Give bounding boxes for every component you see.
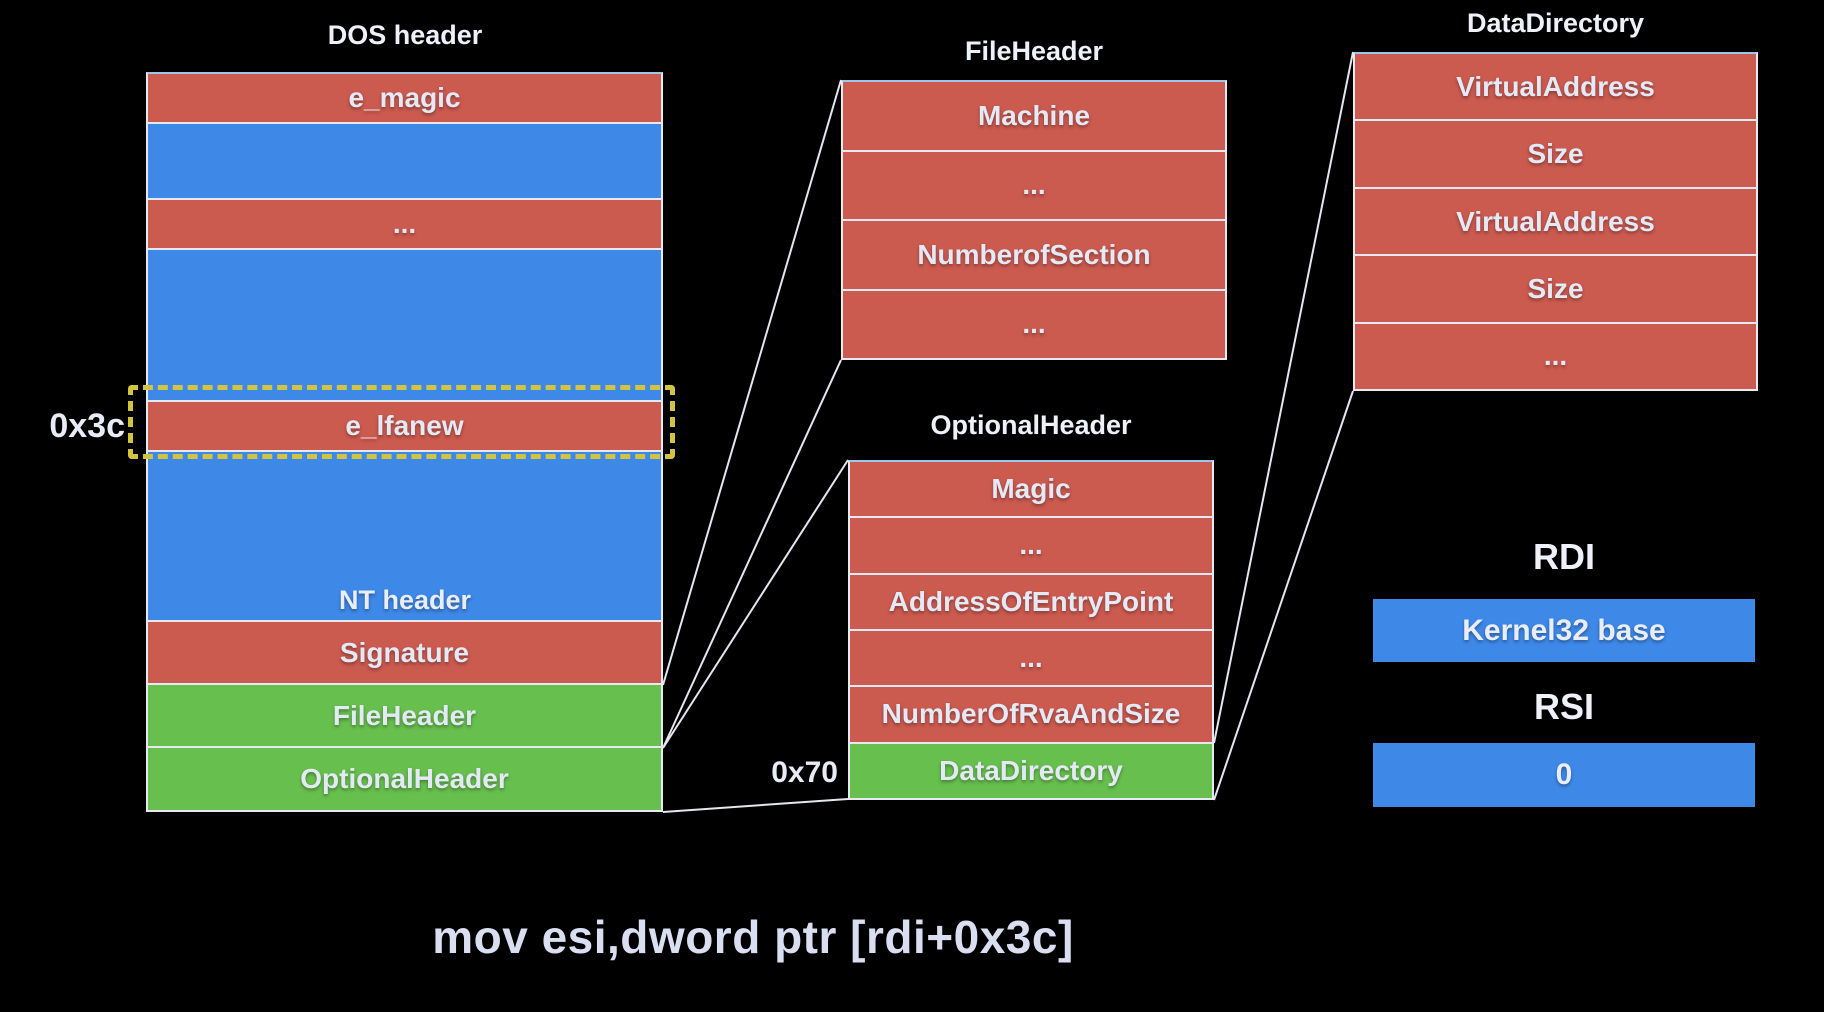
datadirectory-row-ellipsis: ... <box>1355 323 1756 390</box>
optionalheader-row-ellipsis-2: ... <box>850 630 1212 688</box>
fileheader-row-ellipsis-2: ... <box>843 290 1225 358</box>
rdi-register-value: Kernel32 base <box>1373 599 1755 662</box>
optionalheader-row-ellipsis-1: ... <box>850 518 1212 575</box>
offset-0x70-label: 0x70 <box>771 756 838 789</box>
connector-fileheader-top <box>662 79 842 686</box>
connector-optionalheader-bottom <box>662 798 849 813</box>
datadirectory-title: DataDirectory <box>1466 8 1645 38</box>
fileheader-row-numberofsection: NumberofSection <box>843 221 1225 291</box>
rsi-register-value: 0 <box>1373 743 1755 807</box>
dos-header-title: DOS header <box>327 20 483 50</box>
connector-optionalheader-top <box>662 459 849 749</box>
optionalheader-row-numberofrvaandsize: NumberOfRvaAndSize <box>850 687 1212 744</box>
datadirectory-row-virtualaddress-2: VirtualAddress <box>1355 188 1756 257</box>
fileheader-title: FileHeader <box>964 36 1104 66</box>
dos-row-fileheader: FileHeader <box>148 685 661 748</box>
optionalheader-box: Magic ... AddressOfEntryPoint ... Number… <box>848 460 1214 800</box>
optionalheader-title: OptionalHeader <box>930 410 1132 440</box>
optionalheader-row-datadirectory: DataDirectory <box>850 743 1212 798</box>
fileheader-row-machine: Machine <box>843 82 1225 152</box>
dos-row-filler-1 <box>148 124 661 200</box>
nt-header-label: NT header <box>338 585 472 615</box>
optionalheader-row-magic: Magic <box>850 462 1212 519</box>
connector-datadirectory-bottom <box>1213 390 1354 801</box>
dos-row-ellipsis: ... <box>148 200 661 250</box>
datadirectory-row-size-2: Size <box>1355 256 1756 324</box>
rsi-register-label: RSI <box>1533 686 1594 727</box>
connector-datadirectory-top <box>1213 51 1354 744</box>
dos-row-filler-3 <box>148 452 661 622</box>
rdi-register-label: RDI <box>1533 536 1595 577</box>
connector-fileheader-bottom <box>662 359 842 749</box>
datadirectory-box: VirtualAddress Size VirtualAddress Size … <box>1353 52 1758 391</box>
dos-row-optionalheader: OptionalHeader <box>148 748 661 810</box>
dos-row-signature: Signature <box>148 622 661 685</box>
assembly-instruction: mov esi,dword ptr [rdi+0x3c] <box>432 911 1074 963</box>
fileheader-row-ellipsis-1: ... <box>843 151 1225 221</box>
dos-row-e-magic: e_magic <box>148 74 661 124</box>
datadirectory-row-size-1: Size <box>1355 121 1756 189</box>
fileheader-box: Machine ... NumberofSection ... <box>841 80 1227 360</box>
offset-0x3c-label: 0x3c <box>49 407 125 445</box>
dos-header-box: e_magic ... e_lfanew Signature FileHeade… <box>146 72 663 812</box>
dos-row-e-lfanew: e_lfanew <box>148 402 661 452</box>
datadirectory-row-virtualaddress-1: VirtualAddress <box>1355 54 1756 122</box>
dos-row-filler-2 <box>148 250 661 402</box>
optionalheader-row-addressofentrypoint: AddressOfEntryPoint <box>850 574 1212 631</box>
